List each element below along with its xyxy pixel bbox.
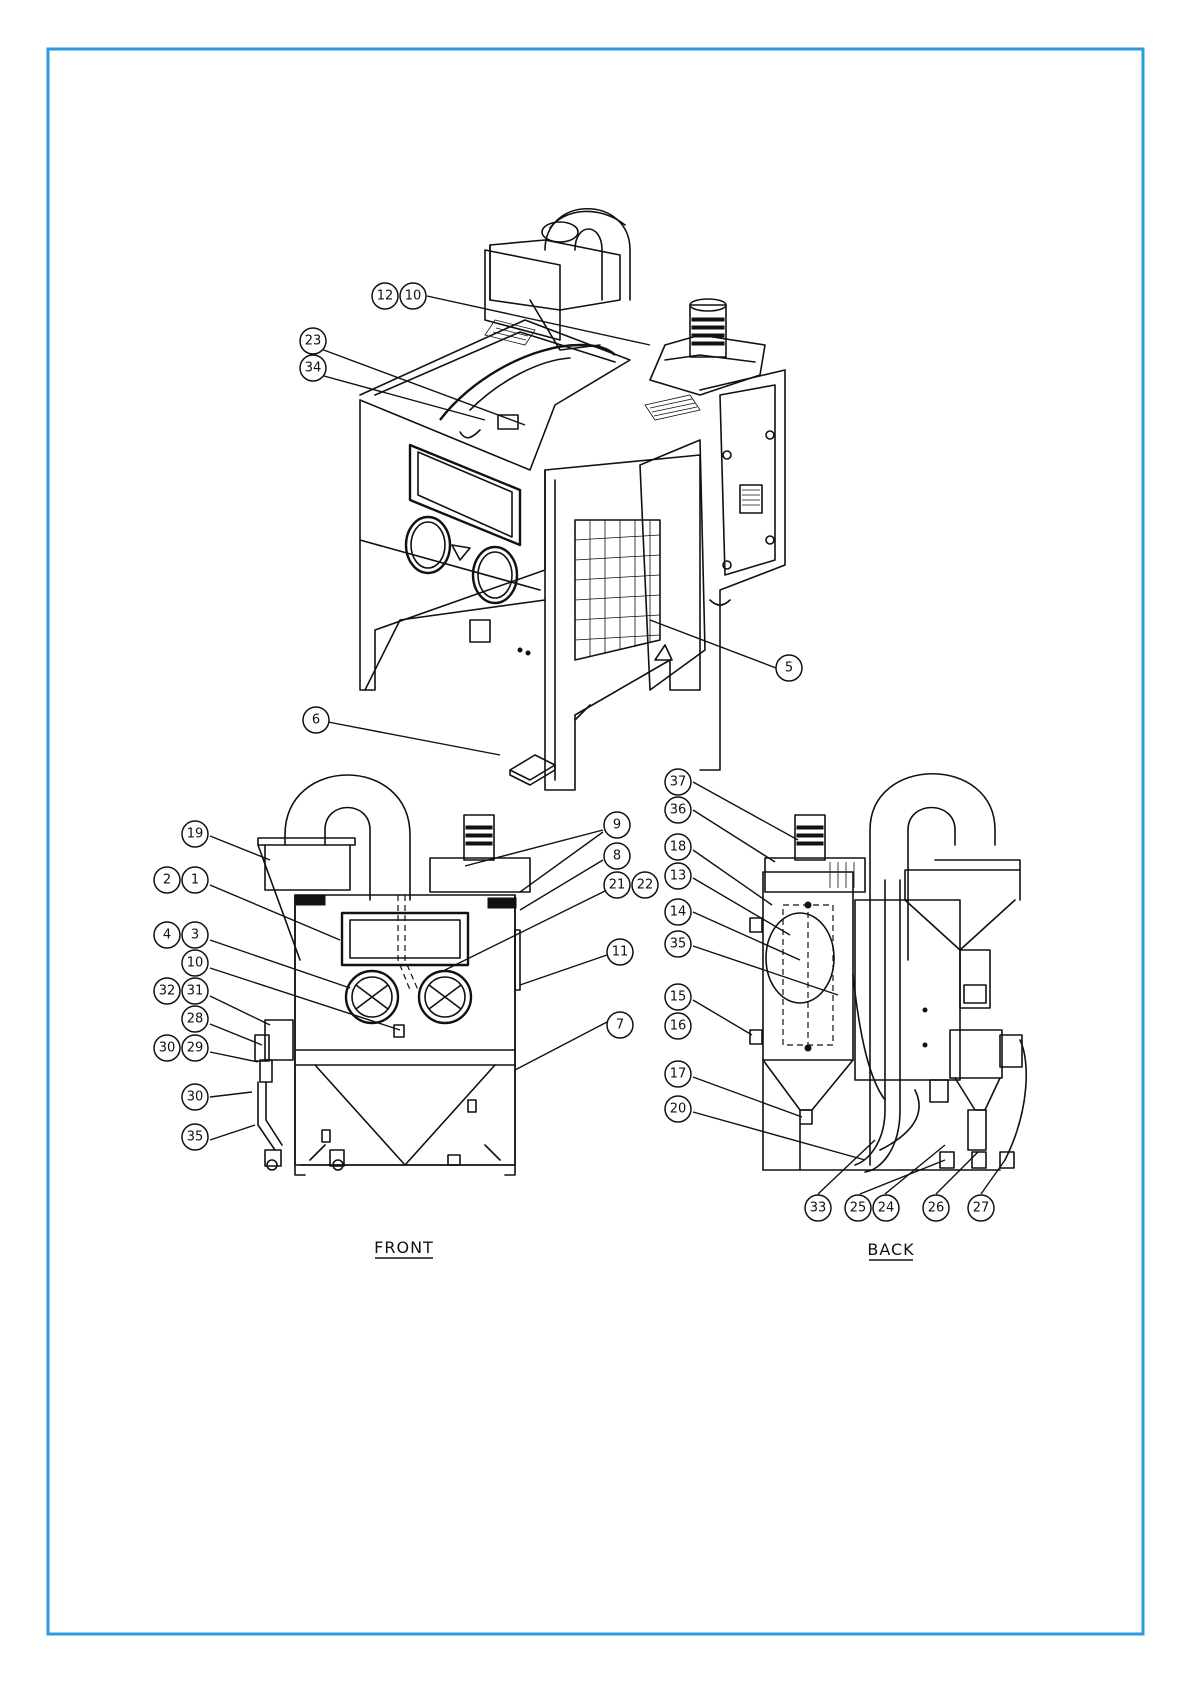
vent-grille-top: [485, 320, 535, 345]
callout-bubble: 20: [665, 1096, 691, 1122]
callout-label: 27: [973, 1201, 990, 1216]
callout-label: 20: [670, 1102, 687, 1117]
callout-bubble: 13: [665, 863, 691, 889]
callout-label: 35: [187, 1130, 204, 1145]
callout-bubble: 6: [303, 707, 329, 733]
callout-label: 18: [670, 840, 687, 855]
callout-bubble: 19: [182, 821, 208, 847]
callout-bubble: 8: [604, 843, 630, 869]
callout-label: 30: [187, 1090, 204, 1105]
vent-grille-right: [645, 395, 700, 420]
callout-label: 1: [191, 873, 199, 888]
callouts-back: 37 36 18 13 14 35 15 16: [665, 769, 994, 1221]
callout-bubble: 30: [182, 1084, 208, 1110]
callout-bubble: 12: [372, 283, 398, 309]
callout-label: 6: [312, 713, 320, 728]
callout-label: 37: [670, 775, 687, 790]
callout-label: 30: [159, 1041, 176, 1056]
callout-label: 31: [187, 984, 204, 999]
callout-bubble: 14: [665, 899, 691, 925]
callout-bubble: 23: [300, 328, 326, 354]
callout-bubble: 10: [400, 283, 426, 309]
callout-bubble: 32: [154, 978, 180, 1004]
callout-bubble: 31: [182, 978, 208, 1004]
callout-label: 5: [785, 661, 793, 676]
callout-bubble: 36: [665, 797, 691, 823]
callouts-front: 19 2 1 4 3 10 32 31: [154, 812, 658, 1150]
back-view: [750, 774, 1026, 1172]
callout-bubble: 24: [873, 1195, 899, 1221]
callout-bubble: 35: [665, 931, 691, 957]
callout-bubble: 27: [968, 1195, 994, 1221]
callout-bubble: 11: [607, 939, 633, 965]
callout-bubble: 25: [845, 1195, 871, 1221]
callout-label: 13: [670, 869, 687, 884]
callout-label: 10: [405, 289, 422, 304]
sheet-border: [48, 49, 1143, 1634]
callout-label: 9: [613, 818, 621, 833]
callout-bubble: 37: [665, 769, 691, 795]
callout-label: 15: [670, 990, 687, 1005]
callout-bubble: 15: [665, 984, 691, 1010]
front-view-label: FRONT: [374, 1238, 434, 1257]
callout-bubble: 10: [182, 950, 208, 976]
callout-label: 2: [163, 873, 171, 888]
callout-label: 23: [305, 334, 322, 349]
callout-label: 3: [191, 928, 199, 943]
callout-bubble: 30: [154, 1035, 180, 1061]
front-view: [255, 775, 530, 1175]
callout-label: 19: [187, 827, 204, 842]
callout-bubble: 17: [665, 1061, 691, 1087]
callout-label: 35: [670, 937, 687, 952]
callout-label: 24: [878, 1201, 895, 1216]
back-view-label: BACK: [867, 1240, 914, 1259]
callout-label: 34: [305, 361, 322, 376]
callout-bubble: 3: [182, 922, 208, 948]
callout-label: 28: [187, 1012, 204, 1027]
callout-label: 4: [163, 928, 171, 943]
callout-bubble: 18: [665, 834, 691, 860]
callout-label: 33: [810, 1201, 827, 1216]
callout-label: 12: [377, 289, 394, 304]
callout-label: 17: [670, 1067, 687, 1082]
callout-bubble: 16: [665, 1013, 691, 1039]
callout-label: 32: [159, 984, 176, 999]
callout-bubble: 4: [154, 922, 180, 948]
callout-bubble: 5: [776, 655, 802, 681]
callout-label: 16: [670, 1019, 687, 1034]
callout-label: 26: [928, 1201, 945, 1216]
callout-label: 11: [612, 945, 629, 960]
callout-bubble: 26: [923, 1195, 949, 1221]
callout-bubble: 21: [604, 872, 630, 898]
callout-label: 25: [850, 1201, 867, 1216]
callout-label: 36: [670, 803, 687, 818]
callout-label: 8: [613, 849, 621, 864]
callout-bubble: 29: [182, 1035, 208, 1061]
callout-bubble: 35: [182, 1124, 208, 1150]
callout-label: 7: [616, 1018, 624, 1033]
callout-label: 21: [609, 878, 626, 893]
callout-bubble: 22: [632, 872, 658, 898]
callout-label: 29: [187, 1041, 204, 1056]
callout-bubble: 2: [154, 867, 180, 893]
callout-bubble: 34: [300, 355, 326, 381]
callout-label: 22: [637, 878, 654, 893]
callout-bubble: 1: [182, 867, 208, 893]
callout-bubble: 7: [607, 1012, 633, 1038]
callout-label: 10: [187, 956, 204, 971]
callout-bubble: 33: [805, 1195, 831, 1221]
callout-label: 14: [670, 905, 687, 920]
callout-bubble: 9: [604, 812, 630, 838]
view-labels: FRONT BACK: [374, 1238, 914, 1260]
callout-bubble: 28: [182, 1006, 208, 1032]
